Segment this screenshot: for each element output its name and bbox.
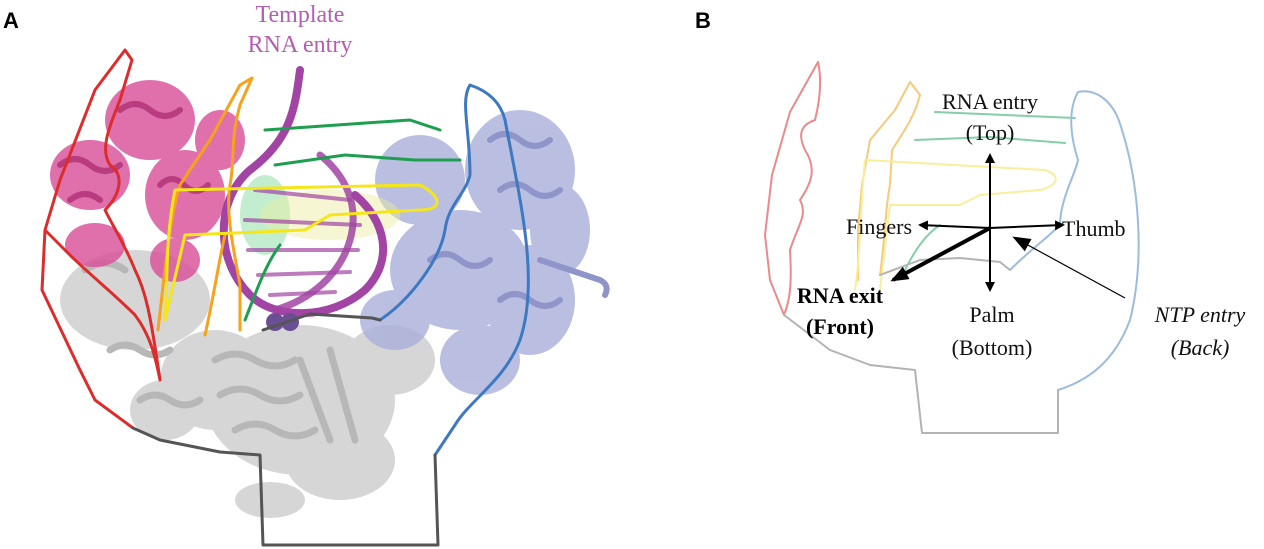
template-rna-entry-label-line2: RNA entry	[248, 32, 353, 58]
arrow-left-fingers	[918, 220, 991, 231]
protein-structure-panel-a	[50, 66, 610, 518]
fingertip-green-outline	[243, 118, 462, 322]
palm-bottom-label: (Bottom)	[952, 335, 1033, 360]
hand-outline-panel-a	[40, 48, 530, 547]
palm-helix-ribbons	[81, 259, 359, 444]
rna-entry-top-label: (Top)	[966, 120, 1015, 145]
b-yellow-outline	[854, 159, 1057, 291]
green-density-blob	[240, 175, 290, 255]
template-rna-entry-label-line1: Template	[256, 2, 345, 28]
palm-label: Palm	[969, 302, 1014, 327]
direction-arrows	[890, 153, 1126, 299]
ntp-entry-back-label: (Back)	[1171, 335, 1230, 360]
panel-b-letter: B	[695, 8, 711, 33]
fingers-yellow-outline	[163, 183, 439, 322]
palm-gray-outline	[131, 312, 440, 547]
fingertip-red-outline	[40, 48, 162, 430]
arrow-right-thumb	[989, 220, 1065, 231]
rna-exit-front-label: (Front)	[806, 314, 874, 339]
fingers-label: Fingers	[846, 214, 912, 239]
thumb-label: Thumb	[1062, 216, 1126, 241]
panel-a-letter: A	[3, 8, 19, 33]
b-gray-outline	[783, 257, 1059, 434]
thumb-helix-ribbons	[427, 131, 610, 309]
b-red-outline	[764, 61, 822, 316]
ntp-entry-label: NTP entry	[1154, 302, 1246, 327]
rna-duplex	[219, 66, 388, 318]
rna-exit-label: RNA exit	[797, 283, 884, 308]
rna-entry-label: RNA entry	[942, 89, 1038, 114]
b-orange-outline	[857, 81, 921, 281]
arrow-front-rna-exit	[890, 226, 991, 282]
arrow-back-ntp-entry	[1012, 236, 1126, 299]
hand-outline-panel-b	[764, 61, 1140, 434]
thumb-blue-outline	[378, 83, 530, 457]
